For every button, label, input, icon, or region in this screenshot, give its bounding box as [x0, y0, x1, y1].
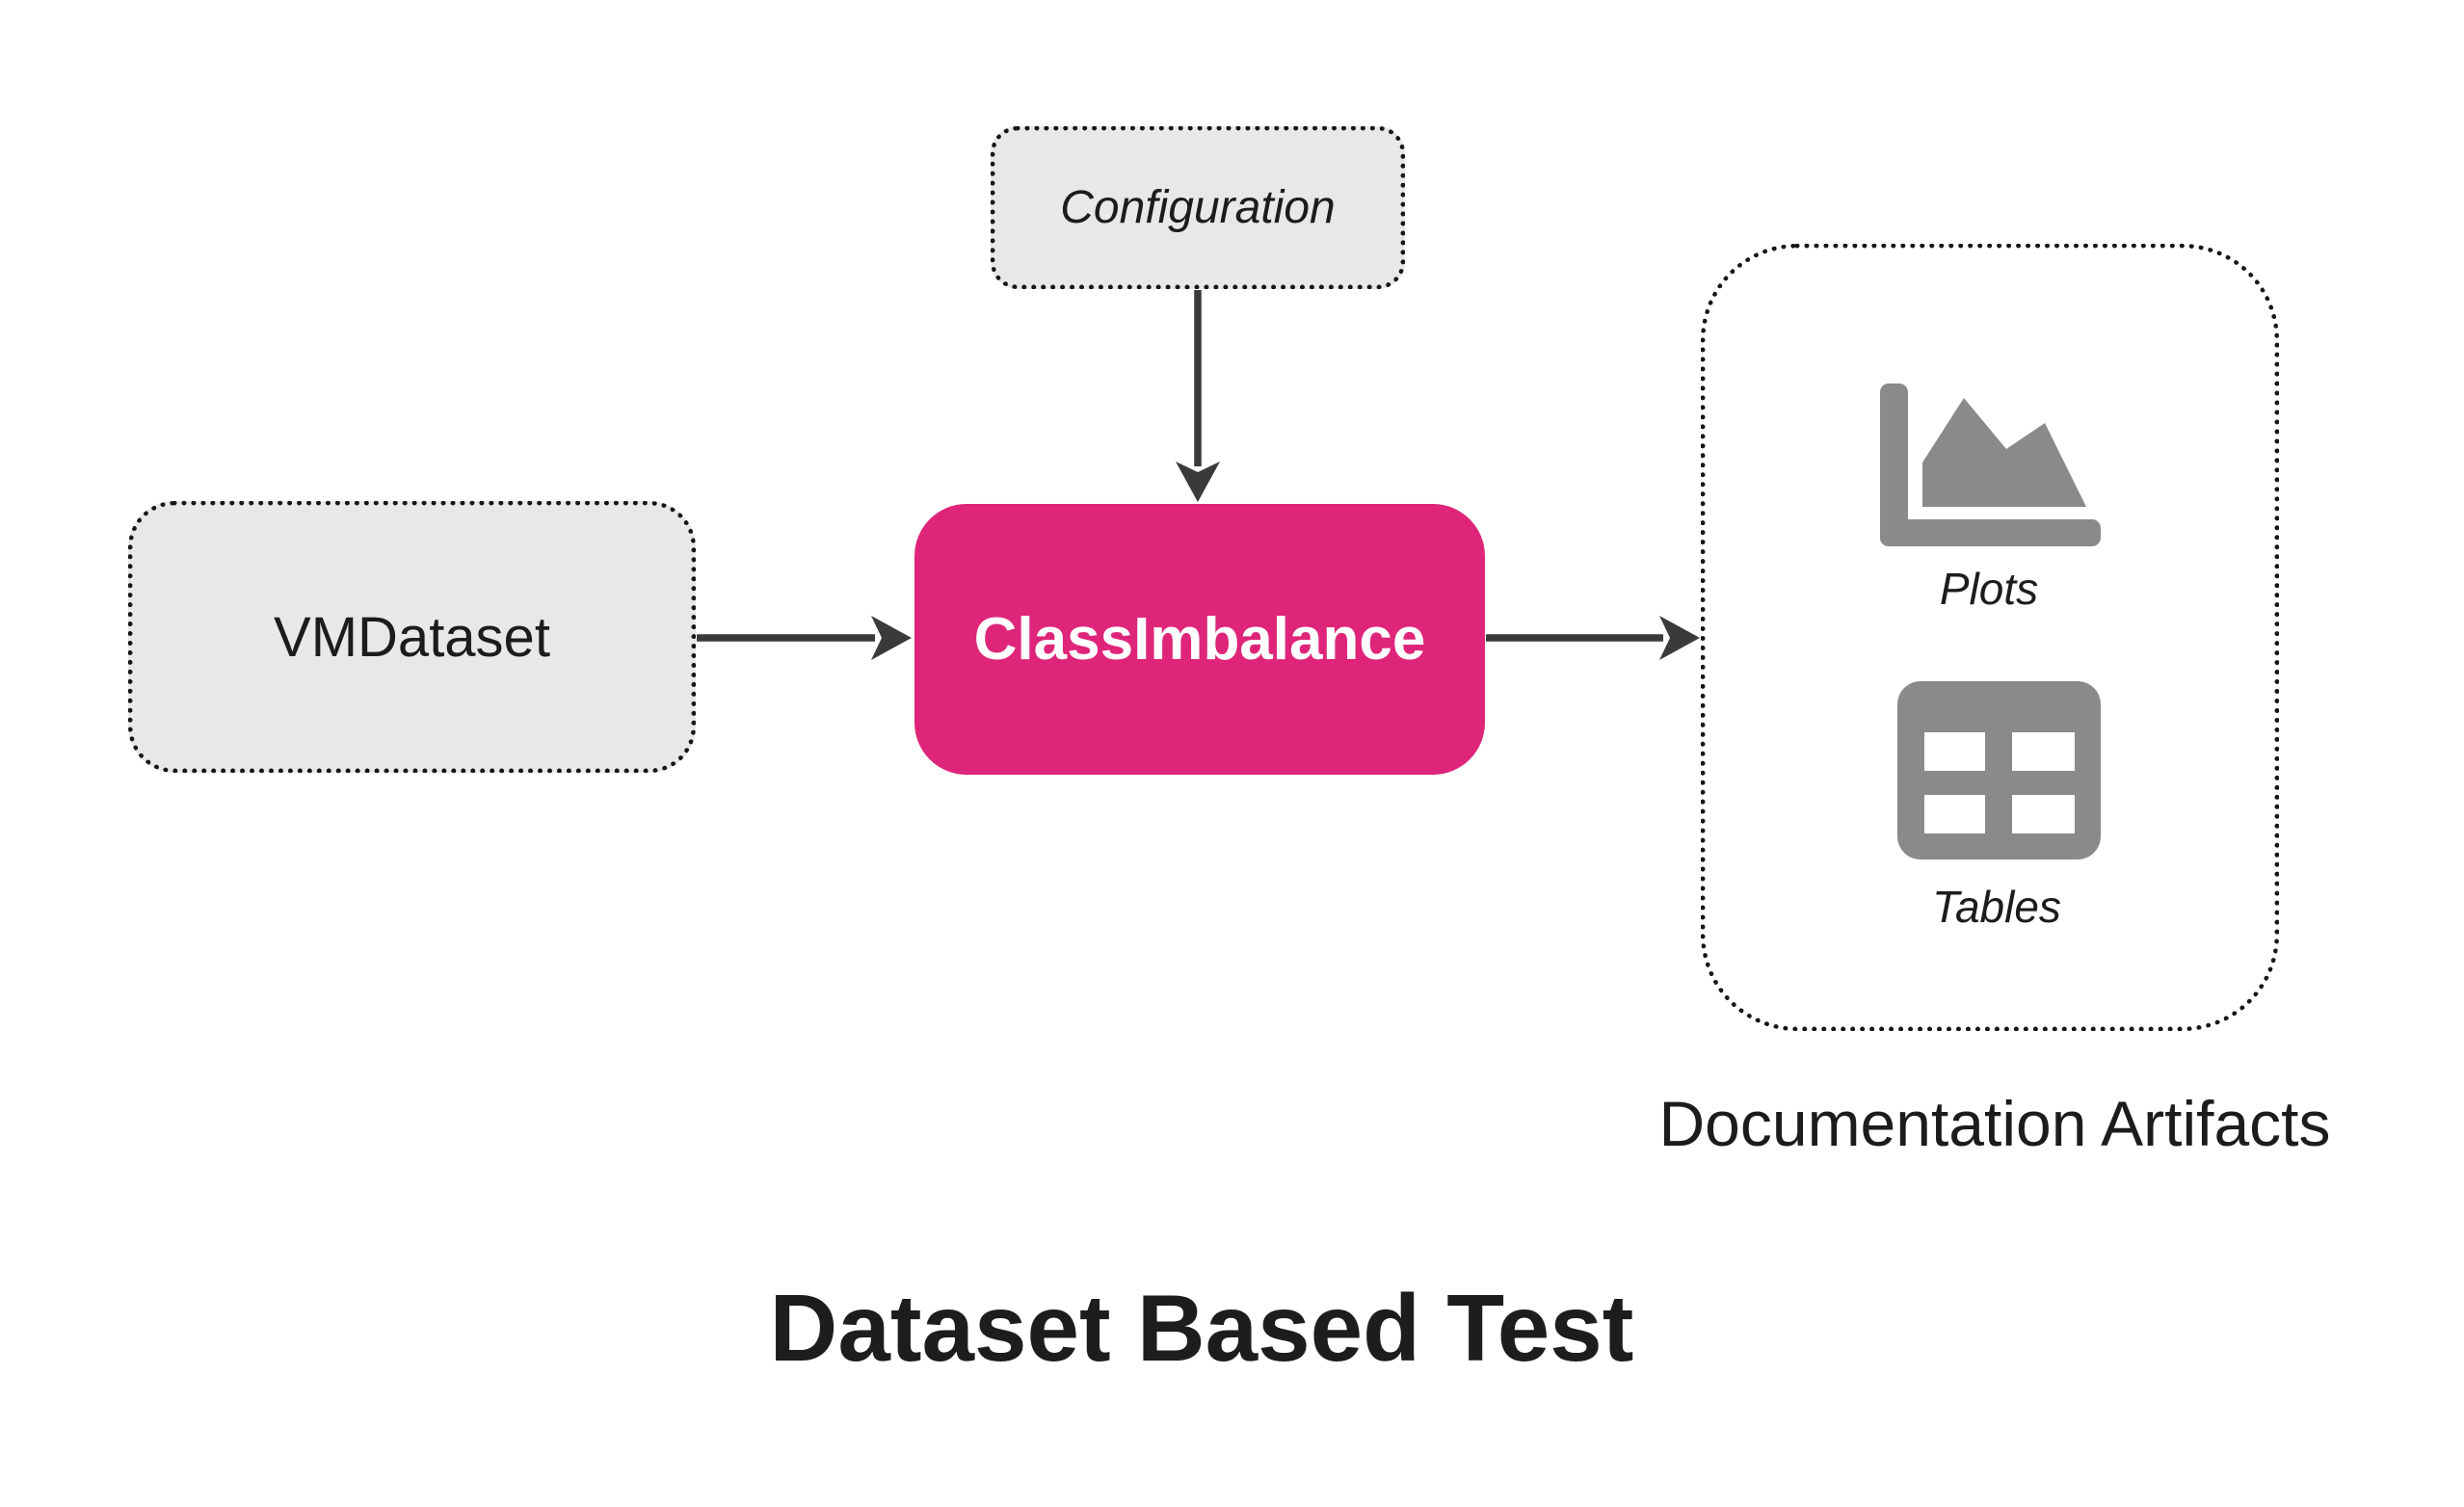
area-chart-icon	[1880, 383, 2101, 546]
classimbalance-node: ClassImbalance	[914, 504, 1485, 775]
arrow-vmdataset-to-classimbalance	[697, 616, 912, 660]
table-icon	[1897, 681, 2101, 859]
configuration-label: Configuration	[1060, 182, 1336, 233]
documentation-artifacts-group	[1701, 244, 2279, 1031]
arrow-classimbalance-to-artifacts	[1486, 616, 1700, 660]
classimbalance-label: ClassImbalance	[973, 606, 1426, 673]
configuration-node: Configuration	[991, 126, 1405, 289]
plots-label: Plots	[1939, 564, 2039, 614]
arrow-configuration-to-classimbalance	[1176, 290, 1220, 502]
vmdataset-node: VMDataset	[128, 501, 696, 773]
documentation-artifacts-label: Documentation Artifacts	[1658, 1088, 2331, 1159]
tables-label: Tables	[1932, 882, 2061, 932]
diagram-title: Dataset Based Test	[769, 1275, 1634, 1381]
vmdataset-label: VMDataset	[274, 605, 550, 669]
